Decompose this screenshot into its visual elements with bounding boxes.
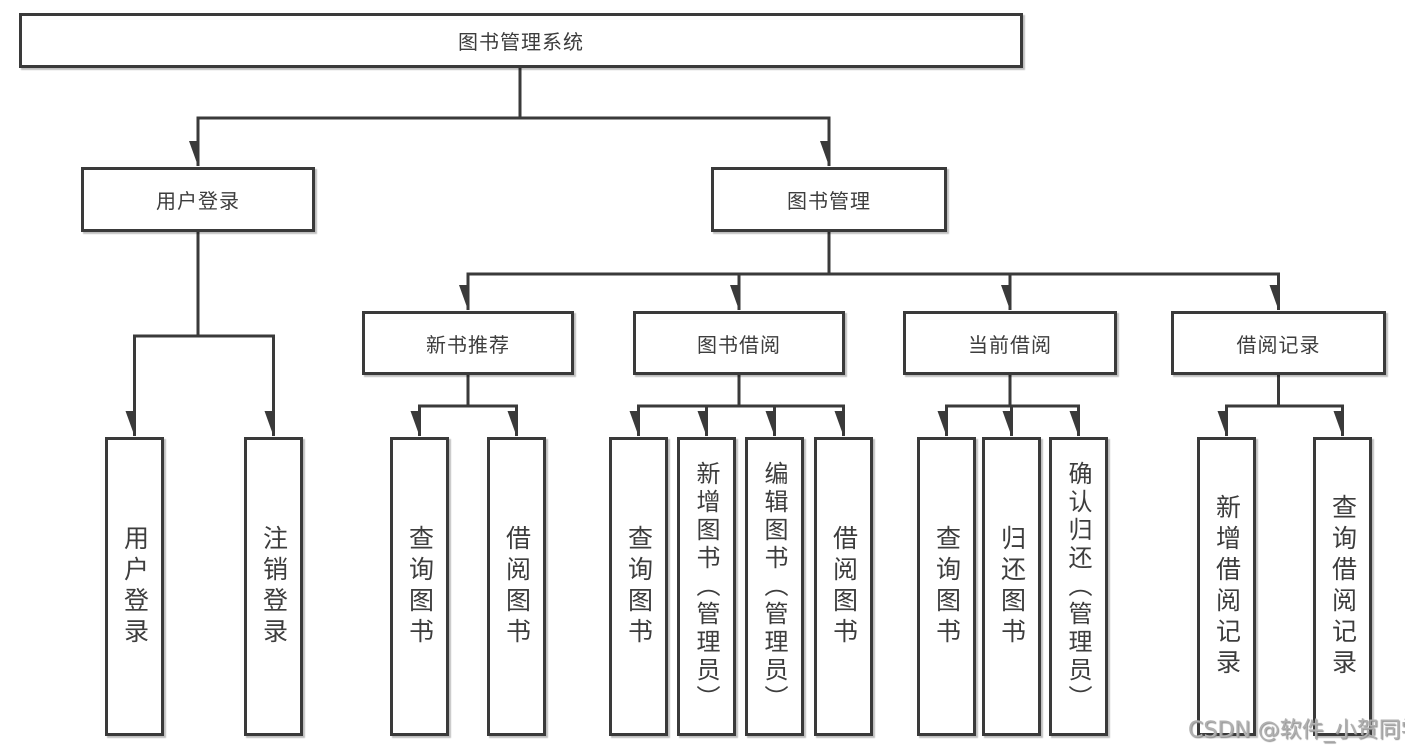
leaf-user-login: 用户登录 — [105, 437, 164, 736]
leaf-confirm-return-admin: 确认归还（管理员） — [1049, 437, 1108, 736]
leaf-query-books-3: 查询图书 — [917, 437, 976, 736]
leaf-return-book: 归还图书 — [982, 437, 1041, 736]
leaf-query-books-2: 查询图书 — [609, 437, 668, 736]
node-book-management: 图书管理 — [711, 167, 947, 232]
leaf-borrow-books-2: 借阅图书 — [814, 437, 873, 736]
leaf-query-borrow-record: 查询借阅记录 — [1313, 437, 1372, 736]
node-current-borrowing: 当前借阅 — [903, 311, 1117, 375]
leaf-edit-book-admin: 编辑图书（管理员） — [745, 437, 804, 736]
node-book-borrowing: 图书借阅 — [633, 311, 845, 375]
node-library-management-system: 图书管理系统 — [19, 13, 1023, 68]
leaf-query-books: 查询图书 — [390, 437, 449, 736]
leaf-add-book-admin: 新增图书（管理员） — [677, 437, 736, 736]
leaf-borrow-books: 借阅图书 — [487, 437, 546, 736]
leaf-add-borrow-record: 新增借阅记录 — [1197, 437, 1256, 736]
node-borrowing-records: 借阅记录 — [1171, 311, 1386, 375]
leaf-logout-login: 注销登录 — [244, 437, 303, 736]
node-new-book-recommendation: 新书推荐 — [362, 311, 574, 375]
node-user-login: 用户登录 — [81, 167, 315, 232]
